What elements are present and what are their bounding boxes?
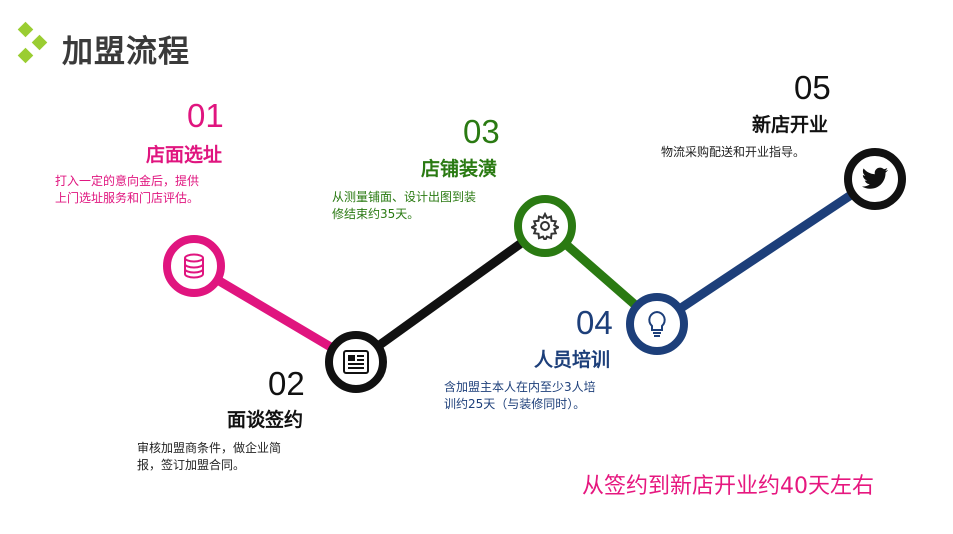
bird-icon xyxy=(861,167,889,189)
step-4-desc: 含加盟主本人在内至少3人培 训约25天（与装修同时）。 xyxy=(444,379,596,413)
step-5-node xyxy=(844,148,906,210)
step-2-desc-line-2: 报，签订加盟合同。 xyxy=(137,458,246,472)
step-2-number: 02 xyxy=(268,365,305,402)
step-1-node xyxy=(163,235,225,297)
step-3-desc-line-2: 修结束约35天。 xyxy=(332,207,420,221)
summary-text: 从签约到新店开业约40天左右 xyxy=(582,474,874,499)
gear-icon xyxy=(531,212,559,240)
step-5-desc: 物流采购配送和开业指导。 xyxy=(661,144,805,161)
step-2-desc-line-1: 审核加盟商条件，做企业简 xyxy=(137,441,282,455)
logo-diamonds-icon xyxy=(17,21,48,64)
connector-2-3 xyxy=(353,222,548,366)
step-3-title: 店铺装潢 xyxy=(421,158,498,180)
step-4-desc-line-1: 含加盟主本人在内至少3人培 xyxy=(444,380,596,394)
database-icon xyxy=(184,253,204,279)
step-1-title: 店面选址 xyxy=(146,144,223,166)
connector-4-5 xyxy=(654,175,878,328)
step-5-desc-line-1: 物流采购配送和开业指导。 xyxy=(661,145,806,159)
step-3-desc-line-1: 从测量铺面、设计出图到装 xyxy=(332,190,477,204)
step-4-node xyxy=(626,293,688,355)
step-1-desc-line-2: 上门选址服务和门店评估。 xyxy=(55,191,200,205)
page-title: 加盟流程 xyxy=(62,34,190,70)
step-5-title: 新店开业 xyxy=(752,114,829,136)
step-3-node xyxy=(514,195,576,257)
step-3-desc: 从测量铺面、设计出图到装 修结束约35天。 xyxy=(332,189,476,223)
step-5-number: 05 xyxy=(794,69,831,106)
step-4-desc-line-2: 训约25天（与装修同时）。 xyxy=(444,397,586,411)
step-2-desc: 审核加盟商条件，做企业简 报，签订加盟合同。 xyxy=(137,440,281,474)
step-2-title: 面谈签约 xyxy=(227,409,304,431)
step-4-title: 人员培训 xyxy=(534,349,611,371)
step-1-desc-line-1: 打入一定的意向金后，提供 xyxy=(55,174,200,188)
newspaper-icon xyxy=(343,350,369,374)
step-1-number: 01 xyxy=(187,97,224,134)
step-1-desc: 打入一定的意向金后，提供 上门选址服务和门店评估。 xyxy=(55,173,199,207)
step-3-number: 03 xyxy=(463,113,500,150)
step-2-node xyxy=(325,331,387,393)
lightbulb-icon xyxy=(648,310,666,337)
step-4-number: 04 xyxy=(576,304,613,341)
